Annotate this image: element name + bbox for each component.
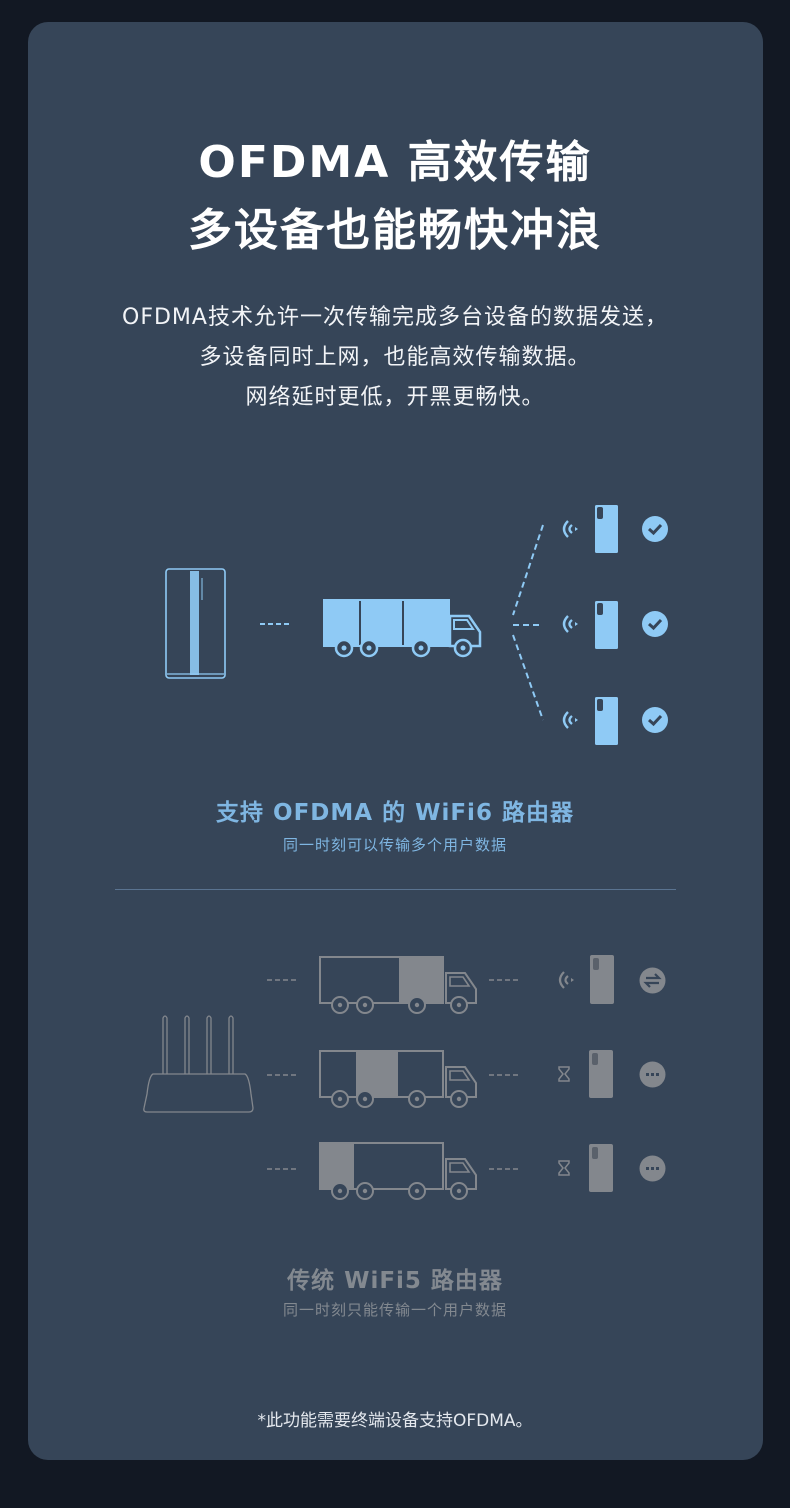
wifi5-section-title: 传统 WiFi5 路由器	[287, 1268, 503, 1294]
transfer-arrows-icon	[639, 967, 666, 994]
wifi5-router-antenna-icon	[143, 1015, 254, 1113]
check-circle-icon	[642, 611, 668, 637]
smartphone-icon	[594, 696, 619, 746]
dashed-connector	[267, 1168, 297, 1170]
check-circle-icon	[642, 707, 668, 733]
dashed-connector	[267, 979, 297, 981]
smartphone-icon	[594, 600, 619, 650]
hourglass-icon	[558, 1066, 570, 1082]
wifi-signal-icon	[562, 520, 578, 538]
smartphone-icon	[594, 504, 619, 554]
wifi6-router-tower-icon	[165, 568, 226, 679]
hourglass-icon	[558, 1160, 570, 1176]
dashed-connector	[260, 623, 290, 625]
description-line-3: 网络延时更低，开黑更畅快。	[245, 385, 545, 410]
description-line-2: 多设备同时上网，也能高效传输数据。	[199, 345, 591, 370]
truck-partial-icon	[319, 1142, 477, 1200]
footnote: *此功能需要终端设备支持OFDMA。	[257, 1411, 533, 1431]
smartphone-icon	[589, 1144, 613, 1192]
wifi-signal-icon	[562, 615, 578, 633]
wifi-signal-icon	[562, 711, 578, 729]
more-dots-icon	[639, 1061, 666, 1088]
check-circle-icon	[642, 516, 668, 542]
fan-out-connector	[512, 524, 544, 721]
section-divider	[115, 889, 676, 890]
dashed-connector	[489, 979, 519, 981]
dashed-connector	[489, 1074, 519, 1076]
smartphone-icon	[590, 955, 614, 1004]
wifi6-section-subtitle: 同一时刻可以传输多个用户数据	[282, 836, 507, 854]
feature-card	[28, 22, 763, 1460]
description-line-1: OFDMA技术允许一次传输完成多台设备的数据发送，	[122, 305, 668, 330]
truck-partial-icon	[319, 1050, 477, 1108]
more-dots-icon	[639, 1155, 666, 1182]
truck-partial-icon	[319, 956, 477, 1014]
truck-full-icon	[323, 599, 482, 658]
headline-line-2: 多设备也能畅快冲浪	[188, 205, 602, 256]
dashed-connector	[489, 1168, 519, 1170]
headline-line-1: OFDMA 高效传输	[198, 137, 592, 188]
wifi-signal-icon	[558, 971, 574, 989]
dashed-connector	[267, 1074, 297, 1076]
wifi6-section-title: 支持 OFDMA 的 WiFi6 路由器	[216, 800, 574, 826]
smartphone-icon	[589, 1050, 613, 1098]
wifi5-section-subtitle: 同一时刻只能传输一个用户数据	[282, 1301, 507, 1319]
